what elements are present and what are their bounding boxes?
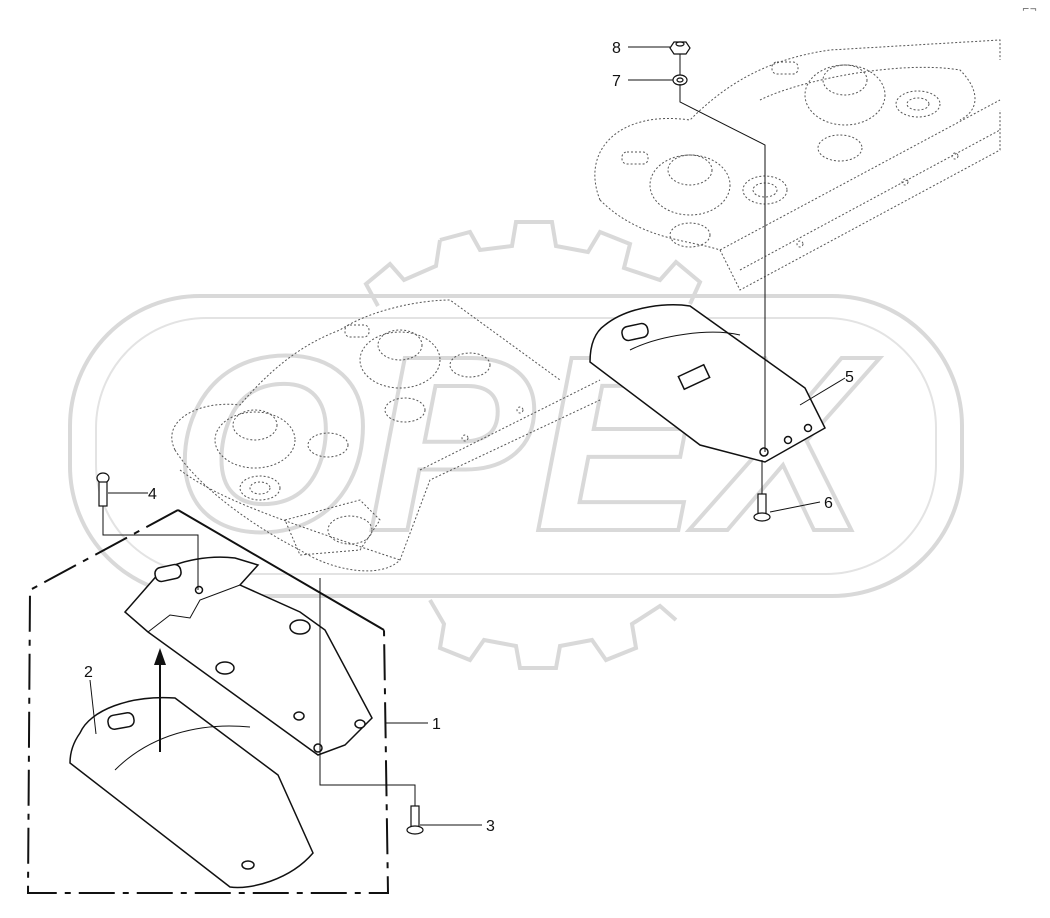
- group-frame: [26, 509, 390, 894]
- callout-8: 8: [612, 40, 621, 57]
- part-7-washer: [672, 74, 688, 86]
- callout-3: 3: [486, 818, 495, 835]
- part-5-skid-plate: [589, 304, 826, 463]
- watermark-gear: [363, 220, 703, 670]
- callout-6: 6: [824, 495, 833, 512]
- part-8-nut: [669, 41, 691, 55]
- part-2-cover: [69, 696, 314, 889]
- callout-2: 2: [84, 664, 93, 681]
- part-3-bolt: [406, 805, 424, 835]
- watermark-band: [68, 294, 964, 598]
- corner-mark: ⌐¬: [1022, 5, 1037, 15]
- cutter-bar-left: [171, 299, 601, 572]
- cutter-bar-right: [594, 39, 1001, 291]
- part-4-carriage-bolt: [96, 472, 110, 507]
- group-frame-top: [177, 509, 385, 631]
- install-arrow: [154, 648, 166, 752]
- callout-leaders: [89, 46, 846, 826]
- callout-1: 1: [432, 716, 441, 733]
- assembly-lines: [102, 54, 766, 806]
- callout-7: 7: [612, 73, 621, 90]
- callout-5: 5: [845, 369, 854, 386]
- part-1-skid-plate: [123, 556, 373, 756]
- watermark-band-inner: [95, 317, 937, 575]
- callout-4: 4: [148, 486, 157, 503]
